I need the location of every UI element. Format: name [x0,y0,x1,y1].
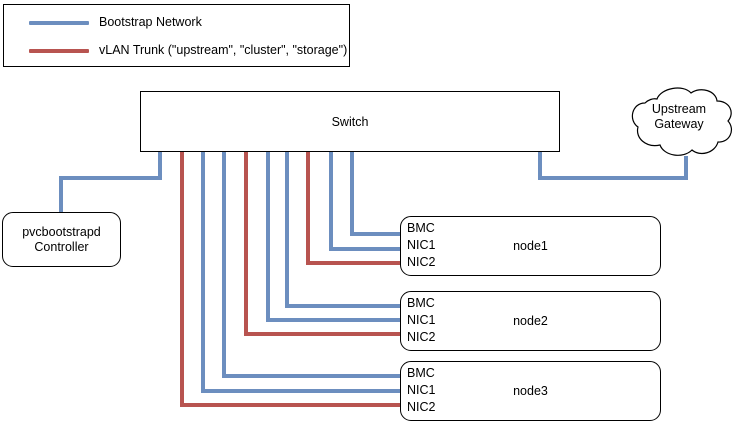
legend-label-bootstrap-network: Bootstrap Network [99,15,202,29]
switch-node: Switch [140,91,560,152]
node3-port-nic1: NIC1 [407,383,436,397]
node2-box: node2 BMC NIC1 NIC2 [400,291,661,351]
node1-port-nic1: NIC1 [407,238,436,252]
wire-switch-to-node1-bmc [350,152,402,236]
wire-switch-to-node3-nic2 [180,152,402,407]
node3-box: node3 BMC NIC1 NIC2 [400,361,661,421]
wire-switch-to-controller [59,152,162,214]
switch-label: Switch [331,114,369,129]
controller-label-line1: pvcbootstrapd [22,224,101,239]
wire-switch-to-node3-nic1 [201,152,402,393]
node1-port-bmc: BMC [407,221,435,235]
node1-port-nic2: NIC2 [407,255,436,269]
legend-item-vlan-trunk: vLAN Trunk ("upstream", "cluster", "stor… [4,41,349,61]
node2-port-nic1: NIC1 [407,313,436,327]
node3-port-nic2: NIC2 [407,400,436,414]
node3-title: node3 [513,384,548,398]
node3-port-bmc: BMC [407,366,435,380]
upstream-gateway-label-line2: Gateway [654,117,704,131]
legend: Bootstrap Network vLAN Trunk ("upstream"… [3,4,350,67]
wire-switch-to-node2-nic2 [244,152,402,336]
node1-box: node1 BMC NIC1 NIC2 [400,216,661,276]
wire-switch-to-node1-nic1 [329,152,402,251]
upstream-gateway-node: Upstream Gateway [620,88,738,156]
node2-port-list: BMC NIC1 NIC2 [407,295,435,346]
node2-port-bmc: BMC [407,296,435,310]
pvcbootstrapd-controller-node: pvcbootstrapd Controller [2,212,121,267]
node2-port-nic2: NIC2 [407,330,436,344]
wire-switch-to-node3-bmc [222,152,402,378]
controller-label-line2: Controller [34,239,89,254]
node3-port-list: BMC NIC1 NIC2 [407,365,435,416]
legend-label-vlan-trunk: vLAN Trunk ("upstream", "cluster", "stor… [99,43,348,57]
wire-switch-to-node2-nic1 [266,152,402,322]
node2-title: node2 [513,314,548,328]
legend-swatch-bootstrap-network [29,21,89,25]
node1-title: node1 [513,239,548,253]
legend-swatch-vlan-trunk [29,49,89,53]
upstream-gateway-label-line1: Upstream [651,102,707,116]
upstream-gateway-label: Upstream Gateway [620,102,738,132]
node1-port-list: BMC NIC1 NIC2 [407,220,435,271]
wire-switch-to-node2-bmc [285,152,402,308]
legend-item-bootstrap-network: Bootstrap Network [4,13,349,33]
wire-switch-to-node1-nic2 [306,152,402,265]
